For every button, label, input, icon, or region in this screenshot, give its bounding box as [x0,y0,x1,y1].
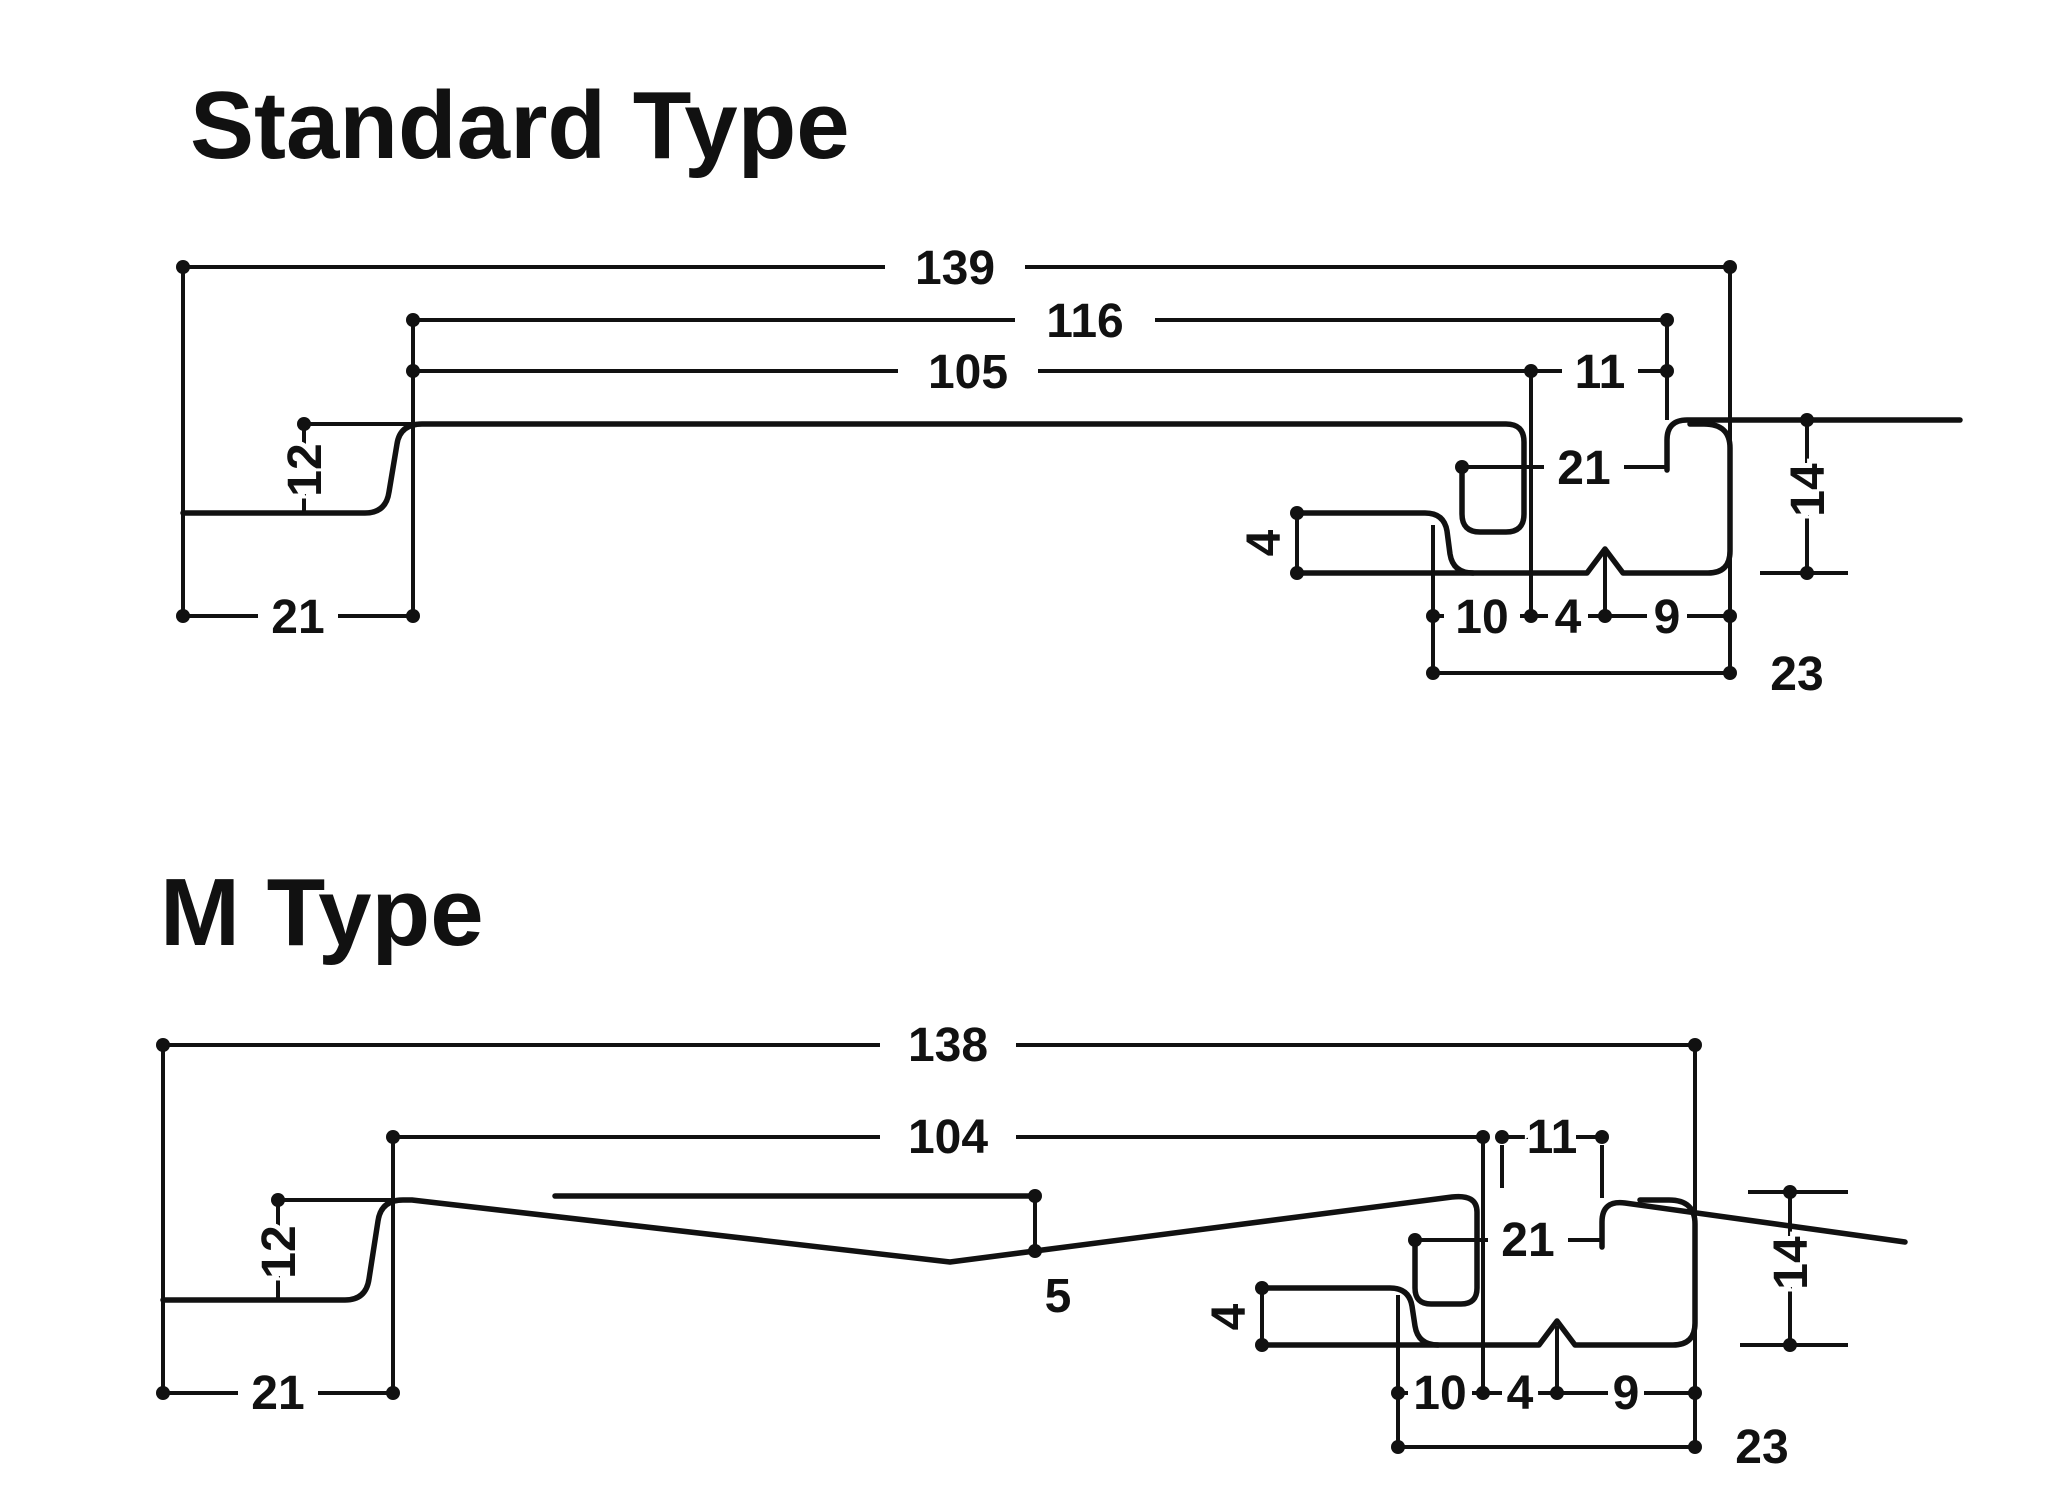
dim-105-label: 105 [928,346,1008,399]
dim-116-label: 116 [1046,295,1123,348]
dim-11-label: 11 [1527,1111,1578,1164]
dim-12-label: 12 [253,1225,306,1278]
dimension-endpoint-dot [176,609,190,623]
dimension-endpoint-dot [1290,506,1304,520]
dimension-endpoint-dot [1455,460,1469,474]
extension-lines [161,1045,1848,1447]
dimension-endpoint-dot [1783,1185,1797,1199]
standard-type-drawing: Standard Type [176,72,1963,706]
dimension-endpoint-dot [1426,666,1440,680]
dimension-endpoint-dot [1688,1038,1702,1052]
dim-14-label: 14 [1782,463,1835,517]
dim-9-label: 9 [1613,1367,1640,1420]
standard-profile [180,417,1963,576]
profile-main-panel [160,1193,1480,1307]
dimension-endpoint-dot [1028,1244,1042,1258]
dim-11-label: 11 [1575,346,1626,399]
dimension-endpoint-dot [1550,1386,1564,1400]
dimension-endpoint-dot [1688,1386,1702,1400]
dimension-endpoint-dot [176,260,190,274]
dimension-endpoint-dot [1495,1130,1509,1144]
dimension-endpoint-dot [386,1386,400,1400]
dim-21-right-label: 21 [1557,442,1610,495]
dim-4-bottom-label: 4 [1555,591,1582,644]
dimension-endpoint-dot [1408,1233,1422,1247]
dimension-endpoint-dot [1595,1130,1609,1144]
dimension-endpoint-dot [1255,1338,1269,1352]
dimension-endpoint-dot [156,1038,170,1052]
m-type-drawing: M Type [156,859,1908,1479]
dimension-endpoint-dot [1255,1281,1269,1295]
dimension-endpoint-dot [1476,1130,1490,1144]
dimension-endpoint-dot [1723,260,1737,274]
dim-139-label: 139 [915,242,995,295]
dim-138-label: 138 [908,1019,988,1072]
dimension-endpoint-dot [1800,413,1814,427]
standard-title: Standard Type [190,72,850,179]
profile-main-panel [180,421,1527,535]
dimension-endpoint-dot [271,1193,285,1207]
dimension-endpoint-dot [1598,609,1612,623]
dim-4-bottom-label: 4 [1507,1367,1534,1420]
dimension-endpoint-dot [1524,609,1538,623]
dimension-endpoint-dot [406,313,420,327]
dimension-endpoint-dot [297,417,311,431]
dim-10-label: 10 [1413,1367,1466,1420]
dimension-endpoint-dot [1028,1189,1042,1203]
dimension-endpoint-dot [1800,566,1814,580]
dimension-endpoint-dot [1688,1440,1702,1454]
dim-4-vertical-label: 4 [1238,529,1291,556]
standard-dimension-labels: 139 116 105 11 12 21 21 4 14 10 4 9 23 [266,237,1840,706]
dimension-endpoint-dot [156,1386,170,1400]
dimension-endpoint-dot [386,1130,400,1144]
profile-underflange-step [1259,1285,1441,1348]
dim-104-label: 104 [908,1111,988,1164]
dim-21-left-label: 21 [271,591,324,644]
dimension-endpoint-dot [1476,1386,1490,1400]
profile-underflange-step [1294,510,1476,576]
profile-adjacent-panel-leg [1599,1199,1908,1250]
dimension-endpoint-dot [406,364,420,378]
m-type-dimension-dots [156,1038,1797,1454]
standard-dimension-dots [176,260,1814,680]
dim-5-label: 5 [1045,1270,1072,1323]
dim-14-label: 14 [1765,1236,1818,1290]
dimension-endpoint-dot [406,609,420,623]
dimension-endpoint-dot [1391,1440,1405,1454]
dimension-endpoint-dot [1524,364,1538,378]
dim-23-label: 23 [1770,648,1823,701]
dimension-endpoint-dot [1290,566,1304,580]
dim-23-label: 23 [1735,1421,1788,1474]
dimension-endpoint-dot [1783,1338,1797,1352]
dimension-endpoint-dot [1723,666,1737,680]
dimension-endpoint-dot [1660,313,1674,327]
dimension-endpoint-dot [1391,1386,1405,1400]
dim-10-label: 10 [1455,591,1508,644]
dim-12-label: 12 [279,443,332,496]
dim-21-right-label: 21 [1501,1214,1554,1267]
m-type-dimension-labels: 138 104 11 12 21 5 21 4 14 10 4 9 23 [246,1014,1823,1479]
dim-4-vertical-label: 4 [1203,1303,1256,1330]
m-type-title: M Type [160,859,484,966]
profile-adjacent-panel-leg [1664,417,1963,473]
dimension-endpoint-dot [1426,609,1440,623]
dim-21-left-label: 21 [251,1367,304,1420]
dim-9-label: 9 [1654,591,1681,644]
dimension-endpoint-dot [1723,609,1737,623]
dimension-endpoint-dot [1660,364,1674,378]
m-type-profile [160,1193,1908,1348]
